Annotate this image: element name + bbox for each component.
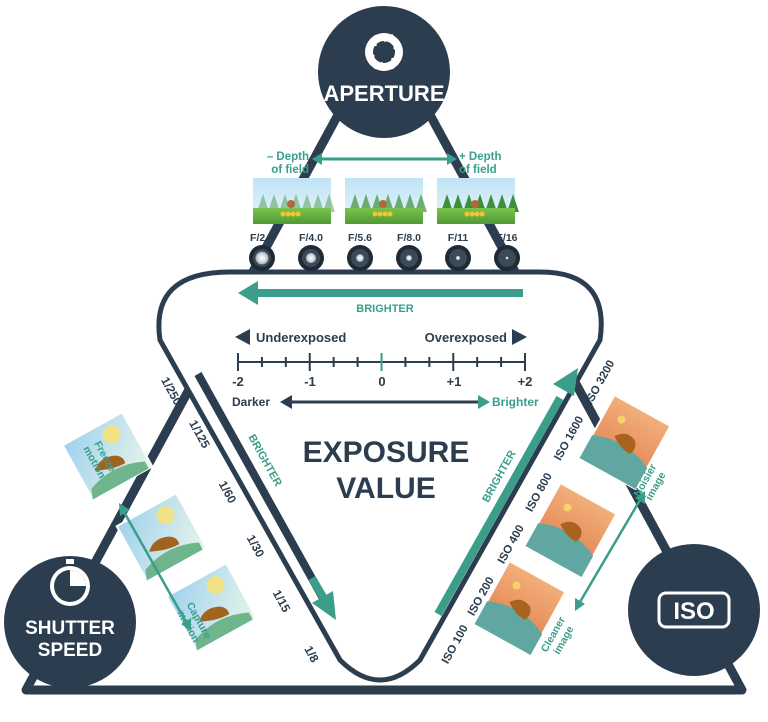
brighter-label: Brighter bbox=[492, 395, 539, 409]
aperture-icon bbox=[365, 33, 403, 71]
overexposed-arrowhead bbox=[512, 329, 527, 345]
lens-aperture-icon bbox=[396, 245, 422, 271]
darker-label: Darker bbox=[232, 395, 270, 409]
underexposed-arrowhead bbox=[235, 329, 250, 345]
shutter-title-line1: SHUTTER bbox=[25, 618, 115, 639]
iso-title: ISO bbox=[673, 598, 714, 625]
fstop-label: F/11 bbox=[448, 232, 469, 244]
exposure-value-title-line1: EXPOSURE bbox=[303, 436, 470, 469]
shutter-speed-label: 1/8 bbox=[301, 643, 321, 665]
exposure-value-title-line2: VALUE bbox=[336, 472, 435, 505]
shutter-photo bbox=[61, 410, 154, 501]
cleaner-arrowhead bbox=[575, 598, 585, 611]
lens-aperture-icon bbox=[249, 245, 275, 271]
shutter-title-line2: SPEED bbox=[38, 640, 102, 661]
fstop-label: F/2.8 bbox=[250, 232, 274, 244]
aperture-brighter-arrowhead bbox=[238, 281, 258, 305]
ev-scale-label: -1 bbox=[304, 374, 316, 389]
iso-value-label: ISO 100 bbox=[440, 623, 471, 666]
fstop-label: F/16 bbox=[496, 232, 517, 244]
lens-aperture-icon bbox=[347, 245, 373, 271]
shutter-brighter-arrow-tip bbox=[308, 575, 330, 605]
shutter-photo bbox=[165, 561, 258, 652]
brighter-arrowhead bbox=[478, 395, 490, 409]
noisier-cleaner-arrow bbox=[578, 499, 642, 603]
ev-scale-label: +2 bbox=[518, 374, 533, 389]
aperture-photo bbox=[253, 178, 335, 224]
iso-brighter-arrowhead bbox=[553, 368, 578, 396]
shutter-speed-label: 1/60 bbox=[216, 478, 240, 505]
aperture-brighter-label: BRIGHTER bbox=[356, 303, 414, 315]
iso-value-label: ISO 400 bbox=[496, 523, 527, 566]
ev-scale-label: +1 bbox=[447, 374, 462, 389]
underexposed-label: Underexposed bbox=[256, 330, 346, 345]
capture-arrowhead bbox=[181, 618, 191, 631]
freeze-capture-arrow bbox=[122, 511, 188, 623]
fstop-label: F/4.0 bbox=[299, 232, 323, 244]
shutter-speed-label: 1/30 bbox=[244, 532, 268, 559]
lens-aperture-icon bbox=[445, 245, 471, 271]
stopwatch-icon bbox=[50, 559, 90, 606]
overexposed-label: Overexposed bbox=[425, 330, 507, 345]
freeze-arrowhead bbox=[119, 503, 130, 516]
aperture-title: APERTURE bbox=[323, 81, 444, 106]
shutter-brighter-arrowhead bbox=[312, 591, 336, 620]
noisier-arrowhead bbox=[635, 491, 645, 504]
iso-photo bbox=[524, 481, 618, 579]
ev-scale-label: 0 bbox=[378, 374, 385, 389]
shutter-photo bbox=[115, 491, 208, 582]
ev-scale-label: -2 bbox=[232, 374, 244, 389]
lens-aperture-icon bbox=[298, 245, 324, 271]
shutter-brighter-arrow bbox=[194, 372, 328, 602]
dof-arrow-left-head bbox=[312, 153, 322, 165]
iso-brighter-arrow bbox=[434, 396, 564, 616]
iso-title-box bbox=[657, 591, 731, 629]
inner-triangle bbox=[156, 269, 604, 683]
aperture-photo bbox=[345, 178, 427, 224]
aperture-badge bbox=[318, 6, 450, 138]
darker-arrowhead bbox=[280, 395, 292, 409]
iso-photo bbox=[473, 559, 567, 657]
iso-badge bbox=[628, 544, 760, 676]
dof-arrow-right-head bbox=[447, 153, 457, 165]
iso-photo bbox=[578, 393, 672, 491]
aperture-photo bbox=[437, 178, 519, 224]
shutter-speed-label: 1/15 bbox=[270, 587, 294, 614]
fstop-label: F/5.6 bbox=[348, 232, 372, 244]
fstop-label: F/8.0 bbox=[397, 232, 421, 244]
lens-aperture-icon bbox=[494, 245, 520, 271]
shutter-badge bbox=[4, 556, 136, 688]
